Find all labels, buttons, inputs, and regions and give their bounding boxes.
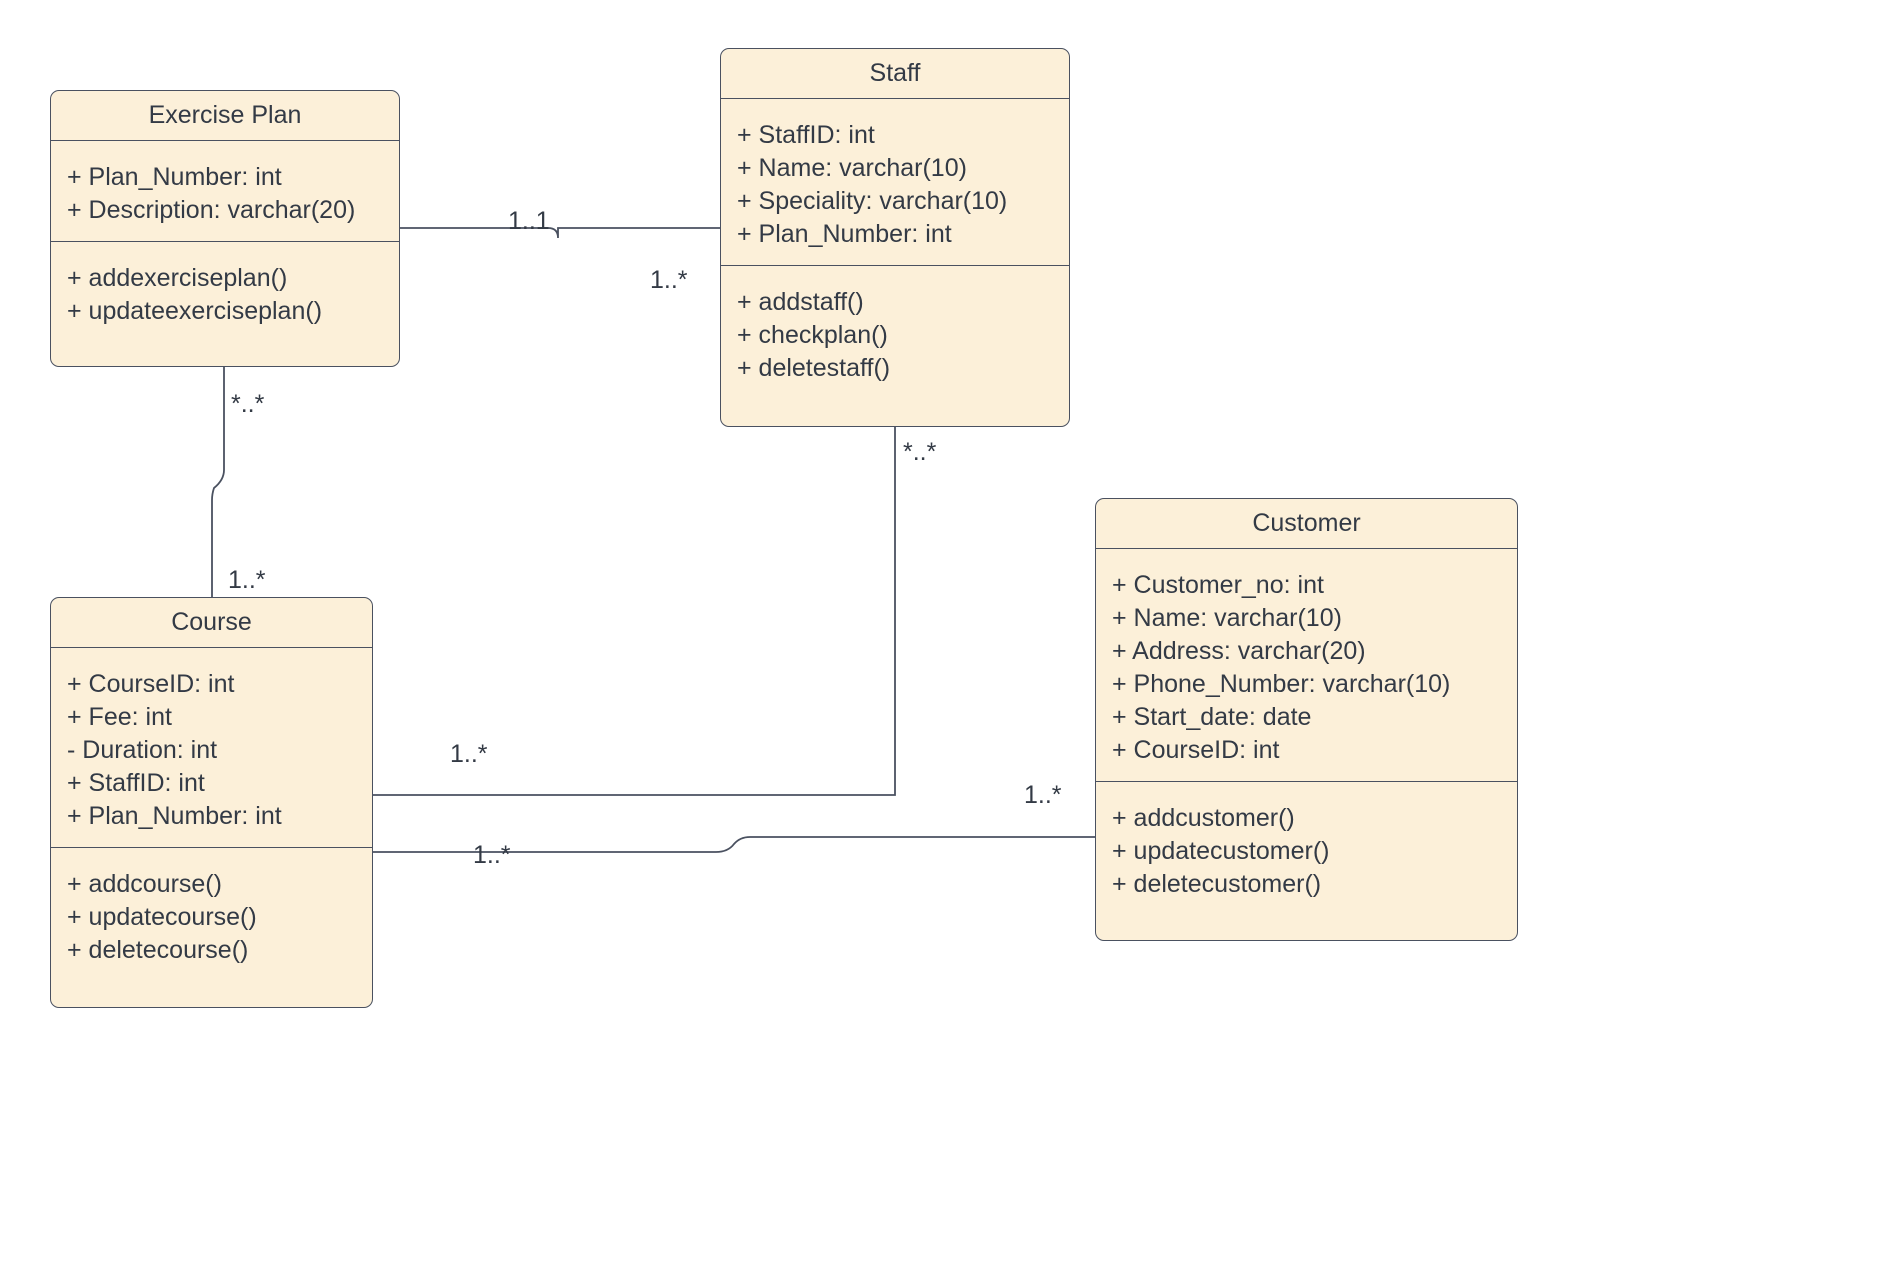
method-row: + addexerciseplan() bbox=[67, 264, 288, 292]
attribute-row: + Plan_Number: int bbox=[67, 163, 282, 191]
class-box-course[interactable]: Course + CourseID: int + Fee: int - Dura… bbox=[50, 597, 373, 1008]
class-box-staff[interactable]: Staff + StaffID: int + Name: varchar(10)… bbox=[720, 48, 1070, 427]
class-methods-customer: + addcustomer() + updatecustomer() + del… bbox=[1096, 782, 1517, 915]
method-row: + addcourse() bbox=[67, 870, 222, 898]
method-row: + deletestaff() bbox=[737, 354, 891, 382]
class-methods-staff: + addstaff() + checkplan() + deletestaff… bbox=[721, 266, 1069, 399]
method-row: + addcustomer() bbox=[1112, 804, 1295, 832]
class-attributes-exercise-plan: + Plan_Number: int + Description: varcha… bbox=[51, 141, 399, 242]
class-title-exercise-plan: Exercise Plan bbox=[51, 91, 399, 141]
multiplicity-label-staff-course-source: *..* bbox=[903, 438, 937, 466]
attribute-row: + Name: varchar(10) bbox=[737, 154, 967, 182]
class-title-course: Course bbox=[51, 598, 372, 648]
association-line-plan-course bbox=[211, 367, 225, 597]
attribute-row: + Plan_Number: int bbox=[737, 220, 952, 248]
method-row: + deletecourse() bbox=[67, 936, 249, 964]
attribute-row: + Name: varchar(10) bbox=[1112, 604, 1342, 632]
class-methods-exercise-plan: + addexerciseplan() + updateexerciseplan… bbox=[51, 242, 399, 342]
attribute-row: + Customer_no: int bbox=[1112, 571, 1324, 599]
attribute-row: - Duration: int bbox=[67, 736, 218, 764]
method-row: + updatecourse() bbox=[67, 903, 257, 931]
attribute-row: + CourseID: int bbox=[67, 670, 235, 698]
attribute-row: + Plan_Number: int bbox=[67, 802, 282, 830]
multiplicity-label-plan-staff-source: 1..1 bbox=[508, 207, 550, 235]
attribute-row: + CourseID: int bbox=[1112, 736, 1280, 764]
class-title-staff: Staff bbox=[721, 49, 1069, 99]
class-box-exercise-plan[interactable]: Exercise Plan + Plan_Number: int + Descr… bbox=[50, 90, 400, 367]
attribute-row: + Start_date: date bbox=[1112, 703, 1312, 731]
class-methods-course: + addcourse() + updatecourse() + deletec… bbox=[51, 848, 372, 981]
method-row: + checkplan() bbox=[737, 321, 888, 349]
method-row: + addstaff() bbox=[737, 288, 864, 316]
class-title-customer: Customer bbox=[1096, 499, 1517, 549]
multiplicity-label-plan-course-source: *..* bbox=[231, 390, 265, 418]
multiplicity-label-plan-staff-target: 1..* bbox=[650, 266, 688, 294]
class-attributes-customer: + Customer_no: int + Name: varchar(10) +… bbox=[1096, 549, 1517, 782]
method-row: + updateexerciseplan() bbox=[67, 297, 323, 325]
method-row: + updatecustomer() bbox=[1112, 837, 1330, 865]
attribute-row: + StaffID: int bbox=[737, 121, 875, 149]
attribute-row: + Phone_Number: varchar(10) bbox=[1112, 670, 1451, 698]
class-attributes-course: + CourseID: int + Fee: int - Duration: i… bbox=[51, 648, 372, 848]
class-attributes-staff: + StaffID: int + Name: varchar(10) + Spe… bbox=[721, 99, 1069, 266]
multiplicity-label-course-customer-target: 1..* bbox=[1024, 781, 1062, 809]
attribute-row: + StaffID: int bbox=[67, 769, 205, 797]
attribute-row: + Address: varchar(20) bbox=[1112, 637, 1366, 665]
method-row: + deletecustomer() bbox=[1112, 870, 1322, 898]
attribute-row: + Speciality: varchar(10) bbox=[737, 187, 1008, 215]
multiplicity-label-staff-course-target: 1..* bbox=[450, 740, 488, 768]
class-box-customer[interactable]: Customer + Customer_no: int + Name: varc… bbox=[1095, 498, 1518, 941]
multiplicity-label-course-customer-source: 1..* bbox=[473, 841, 511, 869]
attribute-row: + Description: varchar(20) bbox=[67, 196, 356, 224]
association-line-plan-staff bbox=[400, 227, 720, 239]
attribute-row: + Fee: int bbox=[67, 703, 172, 731]
multiplicity-label-plan-course-target: 1..* bbox=[228, 566, 266, 594]
